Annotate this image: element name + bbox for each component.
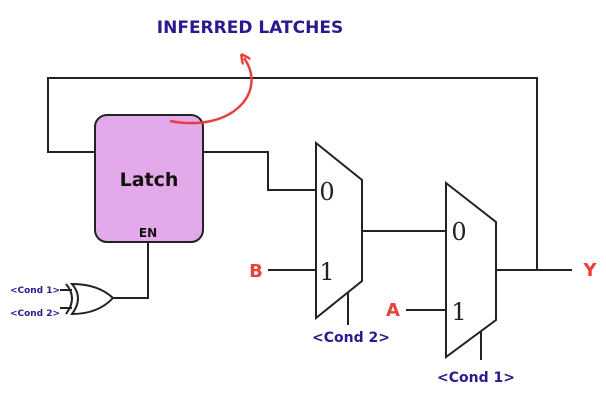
or-input-b-label: <Cond 2> — [10, 309, 60, 319]
mux1-shape — [315, 140, 363, 321]
mux2-input0-label: 0 — [451, 218, 466, 246]
latch-block — [94, 114, 204, 243]
input-b-label: B — [249, 261, 263, 282]
feedback-wire — [47, 77, 538, 270]
or-gate-inner-curve — [65, 283, 73, 315]
latch-to-mux1-wire — [203, 151, 316, 191]
or-gate — [69, 282, 115, 316]
mux2-input1-label: 1 — [451, 298, 466, 326]
mux2-select-label: <Cond 1> — [437, 370, 515, 386]
diagram-title: INFERRED LATCHES — [157, 18, 343, 38]
or-input-a-label: <Cond 1> — [10, 286, 60, 296]
mux1-input1-label: 1 — [319, 258, 334, 286]
input-a-label: A — [386, 300, 400, 321]
latch-label: Latch — [120, 169, 179, 191]
mux1-input0-label: 0 — [319, 178, 334, 206]
mux2-shape — [445, 180, 497, 359]
enable-wire — [113, 242, 149, 299]
inferred-latch-arrow — [169, 58, 253, 125]
latch-enable-label: EN — [139, 226, 157, 240]
mux1-select-label: <Cond 2> — [312, 330, 390, 346]
output-y-label: Y — [582, 260, 597, 281]
